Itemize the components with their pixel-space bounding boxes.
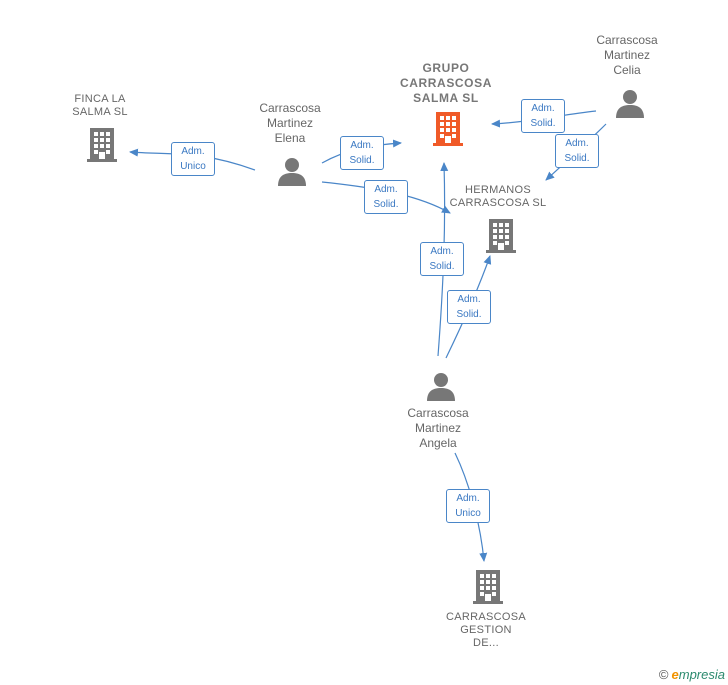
node-elena-line-1: Carrascosa <box>259 101 321 115</box>
node-grupo-line-3: SALMA SL <box>413 91 479 105</box>
node-celia-line-2: Martinez <box>603 48 650 62</box>
node-hermanos-line-2: CARRASCOSA SL <box>449 197 547 209</box>
relation-type: Unico <box>180 161 206 172</box>
gestion-building-icon <box>473 570 503 604</box>
relation-role: Adm. <box>430 246 454 257</box>
celia-person-icon <box>616 90 644 118</box>
relation-type: Unico <box>455 508 481 519</box>
brand-name: mpresia <box>678 667 725 682</box>
elena-person-icon <box>278 158 306 186</box>
relation-type: Solid. <box>349 155 375 166</box>
node-gestion-label[interactable]: CARRASCOSA GESTION DE... <box>436 611 536 650</box>
node-elena-line-2: Martinez <box>266 116 313 130</box>
node-angela-line-1: Carrascosa <box>407 406 469 420</box>
node-celia-line-3: Celia <box>613 63 641 77</box>
node-celia-line-1: Carrascosa <box>596 33 658 47</box>
copyright-icon: © <box>658 667 669 682</box>
node-elena-label[interactable]: Carrascosa Martinez Elena <box>240 101 340 146</box>
node-grupo-line-1: GRUPO <box>422 61 470 75</box>
brand-initial: e <box>671 667 679 682</box>
relation-type: Solid. <box>429 261 455 272</box>
node-grupo-line-2: CARRASCOSA <box>399 76 492 90</box>
relation-celia-grupo[interactable]: Adm. Solid. <box>521 99 565 133</box>
relation-role: Adm. <box>531 103 555 114</box>
node-celia-label[interactable]: Carrascosa Martinez Celia <box>577 33 677 78</box>
angela-person-icon <box>427 373 455 401</box>
relation-angela-gestion[interactable]: Adm. Unico <box>446 489 490 523</box>
node-finca-line-2: SALMA SL <box>72 106 128 118</box>
grupo-building-icon <box>433 112 463 146</box>
relation-angela-hermanos[interactable]: Adm. Solid. <box>447 290 491 324</box>
relation-type: Solid. <box>530 118 556 129</box>
relation-elena-grupo[interactable]: Adm. Solid. <box>340 136 384 170</box>
relation-role: Adm. <box>181 146 205 157</box>
node-finca-label[interactable]: FINCA LA SALMA SL <box>50 93 150 119</box>
node-hermanos-line-1: HERMANOS <box>465 184 531 196</box>
relation-role: Adm. <box>350 140 374 151</box>
relation-type: Solid. <box>564 153 590 164</box>
relation-type: Solid. <box>456 309 482 320</box>
node-angela-line-2: Martinez <box>414 421 461 435</box>
empresia-logo[interactable]: ©empresia <box>659 667 725 682</box>
relation-role: Adm. <box>456 493 480 504</box>
node-angela-line-3: Angela <box>419 436 457 450</box>
relation-role: Adm. <box>457 294 481 305</box>
relation-celia-hermanos[interactable]: Adm. Solid. <box>555 134 599 168</box>
relation-angela-grupo[interactable]: Adm. Solid. <box>420 242 464 276</box>
node-finca-line-1: FINCA LA <box>74 93 126 105</box>
hermanos-building-icon <box>486 219 516 253</box>
relation-role: Adm. <box>374 184 398 195</box>
node-gestion-line-1: CARRASCOSA <box>445 611 527 623</box>
node-hermanos-label[interactable]: HERMANOS CARRASCOSA SL <box>438 184 558 210</box>
finca-building-icon <box>87 128 117 162</box>
relation-elena-finca[interactable]: Adm. Unico <box>171 142 215 176</box>
node-gestion-line-3: DE... <box>473 637 499 649</box>
relation-role: Adm. <box>565 138 589 149</box>
node-angela-label[interactable]: Carrascosa Martinez Angela <box>388 406 488 451</box>
node-grupo-label[interactable]: GRUPO CARRASCOSA SALMA SL <box>386 61 506 106</box>
node-elena-line-3: Elena <box>274 131 306 145</box>
relation-elena-hermanos[interactable]: Adm. Solid. <box>364 180 408 214</box>
node-gestion-line-2: GESTION <box>460 624 512 636</box>
relation-type: Solid. <box>373 199 399 210</box>
